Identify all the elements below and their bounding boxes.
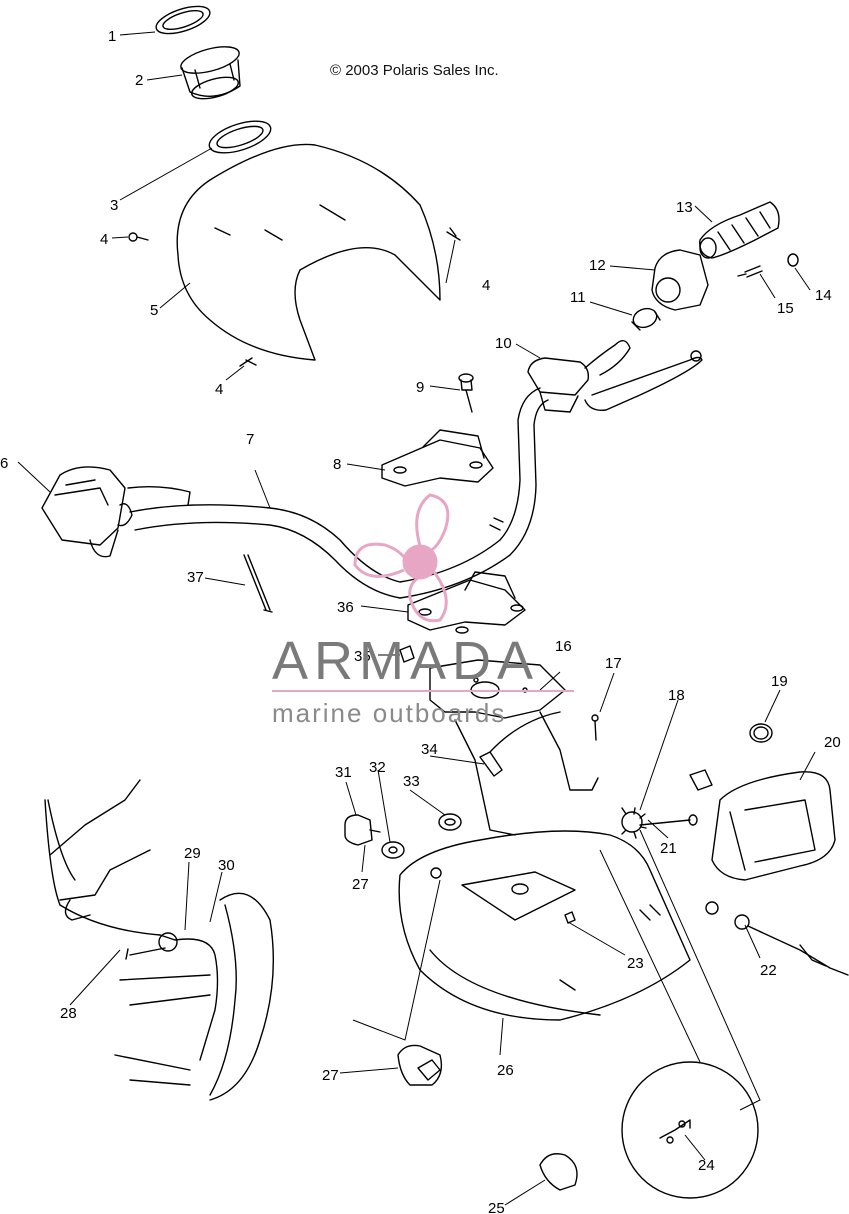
part-17-screw [591, 714, 599, 741]
part-3-ring [208, 120, 272, 154]
part-12-throttle-housing [651, 249, 709, 311]
label-4a: 4 [100, 231, 108, 248]
part-31-switch [344, 814, 381, 846]
label-34: 34 [421, 741, 438, 758]
part-25-clip [539, 1153, 578, 1191]
label-4c: 4 [215, 381, 223, 398]
label-19: 19 [771, 673, 788, 690]
part-26-lower-housing [398, 830, 691, 1021]
frame-brake-assembly [44, 779, 275, 1101]
part-15-screw [737, 265, 763, 278]
label-29: 29 [184, 845, 201, 862]
watermark-title: ARMADA [272, 631, 540, 691]
part-37-bolt [243, 554, 273, 613]
part-19-o-ring [749, 723, 773, 743]
part-21-adjuster-screw [639, 814, 698, 826]
part-6-master-cylinder-left [41, 466, 133, 558]
part-14-cap [787, 253, 799, 267]
label-24: 24 [698, 1157, 715, 1174]
part-labels: 1 2 3 4 5 4 4 6 7 8 9 10 11 12 13 14 15 … [0, 28, 841, 1214]
part-5-pod-cover [176, 143, 441, 361]
label-1: 1 [108, 28, 116, 45]
label-21: 21 [660, 840, 677, 857]
part-8-upper-clamp [381, 429, 494, 487]
part-20-headlight [689, 769, 836, 881]
label-5: 5 [150, 302, 158, 319]
label-32: 32 [369, 759, 386, 776]
part-24-detail-circle [621, 1061, 759, 1199]
label-18: 18 [668, 687, 685, 704]
label-27a: 27 [322, 1067, 339, 1084]
label-33: 33 [403, 773, 420, 790]
part-18-adjuster-gear [621, 807, 647, 839]
label-26: 26 [497, 1062, 514, 1079]
part-13-grip [699, 201, 780, 259]
part-2-bushing [180, 46, 241, 100]
label-3: 3 [110, 197, 118, 214]
part-35-clip [399, 645, 415, 663]
part-34-connector [479, 711, 561, 777]
label-11: 11 [570, 289, 586, 306]
label-31: 31 [335, 764, 352, 781]
label-37: 37 [187, 569, 204, 586]
label-20: 20 [824, 734, 841, 751]
label-8: 8 [333, 456, 341, 473]
part-32-washer [381, 841, 405, 859]
label-16: 16 [555, 638, 572, 655]
label-14: 14 [815, 287, 832, 304]
label-10: 10 [495, 335, 512, 352]
label-13: 13 [676, 199, 693, 216]
part-27-switch [397, 1044, 443, 1086]
label-23: 23 [627, 955, 644, 972]
label-22: 22 [760, 962, 777, 979]
part-11-collar [631, 307, 661, 331]
label-15: 15 [777, 300, 794, 317]
label-2: 2 [135, 72, 143, 89]
part-33-nut [438, 813, 462, 831]
label-9: 9 [416, 379, 424, 396]
watermark-propeller-logo [353, 493, 450, 623]
label-7: 7 [246, 431, 254, 448]
part-22-cable [705, 901, 849, 976]
part-4-screw [128, 227, 461, 367]
label-36: 36 [337, 599, 354, 616]
copyright-notice: © 2003 Polaris Sales Inc. [330, 62, 499, 79]
label-27b: 27 [352, 876, 369, 893]
part-1-seal-ring [155, 5, 211, 35]
label-17: 17 [605, 655, 622, 672]
label-28: 28 [60, 1005, 77, 1022]
label-25: 25 [488, 1200, 505, 1214]
label-4b: 4 [482, 277, 490, 294]
watermark-divider [272, 690, 574, 692]
part-10-master-cylinder-right [527, 340, 703, 413]
label-6: 6 [0, 455, 8, 472]
part-9-bolt [458, 373, 474, 413]
label-12: 12 [589, 257, 606, 274]
part-23-screw [564, 911, 576, 924]
label-35: 35 [354, 648, 371, 665]
label-30: 30 [218, 857, 235, 874]
watermark-subtitle: marine outboards [272, 698, 507, 728]
part-36-lower-clamp [407, 571, 526, 634]
part-7-handlebar [127, 387, 549, 599]
